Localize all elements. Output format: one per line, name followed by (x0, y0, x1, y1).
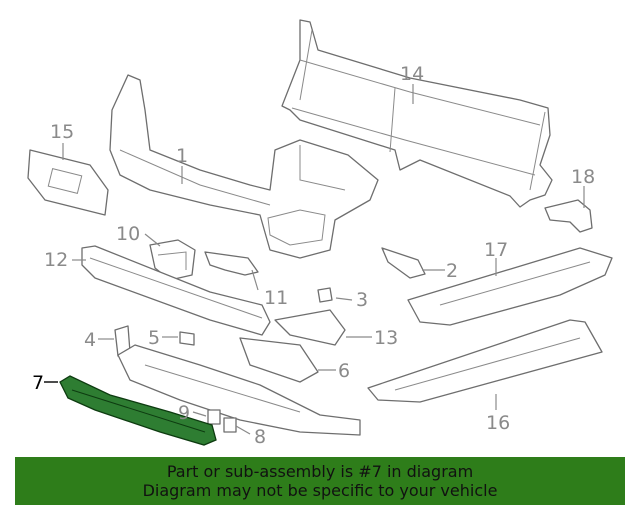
part-3-clip (317, 287, 333, 303)
parts-diagram: 14 1 15 18 10 12 17 2 11 3 13 4 5 6 7 9 … (27, 19, 613, 448)
callout-16: 16 (486, 412, 510, 434)
callout-11: 11 (264, 287, 288, 309)
banner-line-2: Diagram may not be specific to your vehi… (142, 481, 498, 500)
callout-14: 14 (400, 63, 424, 85)
callout-9: 9 (178, 402, 190, 424)
part-16-splash-shield (367, 319, 603, 403)
part-2-bracket (381, 247, 426, 279)
part-12-absorber (81, 245, 271, 336)
part-15-license-bracket (27, 149, 109, 216)
part-13-bracket (274, 309, 346, 346)
callout-2: 2 (446, 260, 458, 282)
part-17-skid-plate (407, 247, 613, 326)
callout-5: 5 (148, 327, 160, 349)
leader-lines (44, 84, 585, 435)
lower-grille (117, 344, 361, 436)
callout-17: 17 (484, 239, 508, 261)
part-11-trim (204, 251, 259, 276)
callout-13: 13 (374, 327, 398, 349)
part-9-cap (207, 409, 221, 425)
callout-4: 4 (84, 329, 96, 351)
part-10-fog-bezel (149, 239, 196, 281)
callout-7: 7 (32, 372, 44, 394)
part-7-lower-trim-highlighted (59, 375, 217, 446)
callout-1: 1 (176, 145, 188, 167)
callout-3: 3 (356, 289, 368, 311)
callout-6: 6 (338, 360, 350, 382)
part-14-reinforcement-bar (281, 19, 553, 208)
callout-15: 15 (50, 121, 74, 143)
part-1-bumper-fascia (109, 74, 379, 259)
part-6-bracket (239, 337, 319, 383)
info-banner: Part or sub-assembly is #7 in diagram Di… (15, 457, 625, 505)
callout-10: 10 (116, 223, 140, 245)
part-18-bracket (544, 199, 593, 233)
callout-12: 12 (44, 249, 68, 271)
part-5-sensor (179, 331, 195, 346)
banner-line-1: Part or sub-assembly is #7 in diagram (166, 462, 474, 481)
callout-18: 18 (571, 166, 595, 188)
callout-8: 8 (254, 426, 266, 448)
part-8-cap (223, 417, 237, 433)
